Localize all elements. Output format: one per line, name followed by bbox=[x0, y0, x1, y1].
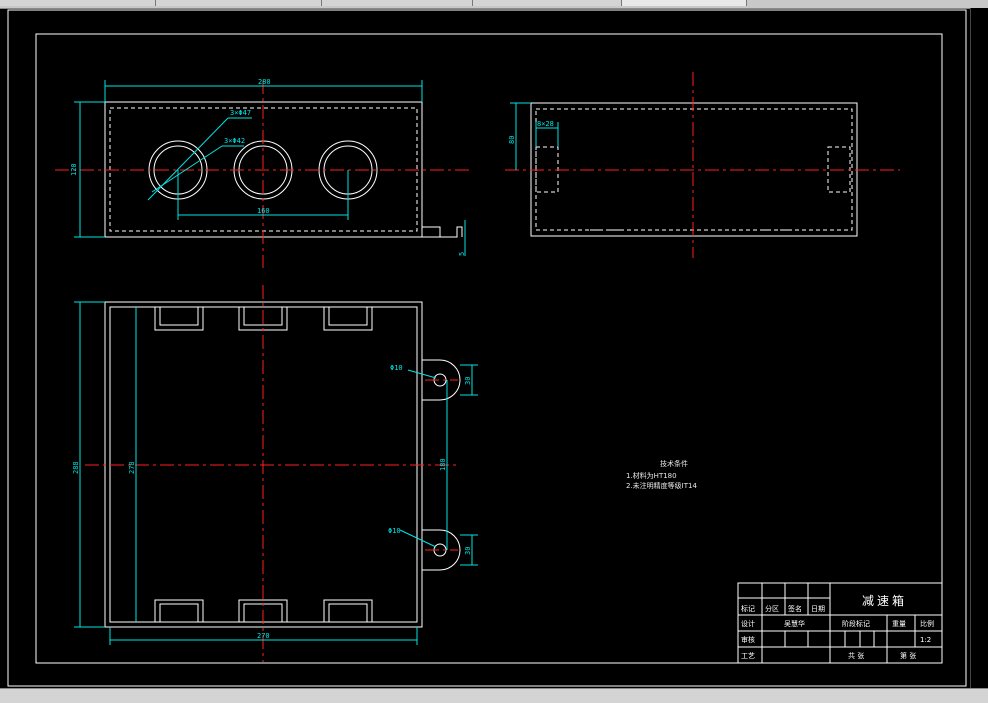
toolbar-segment[interactable] bbox=[0, 0, 156, 6]
titleblock-gong: 共 张 bbox=[848, 651, 864, 660]
plan-lug-bottom bbox=[422, 529, 461, 571]
toolbar-segment[interactable] bbox=[622, 0, 747, 6]
side-view: 80 8×28 bbox=[505, 72, 900, 258]
title-block: 减速箱 标记 分区 签名 日期 设计 吴慧华 阶段标记 重量 比例 审核 1:2… bbox=[737, 582, 943, 664]
dim-lug-width-1: 30 bbox=[464, 377, 472, 385]
notes-line-2: 2.未注明精度等级IT14 bbox=[626, 481, 697, 490]
titleblock-part-name: 减速箱 bbox=[862, 593, 907, 608]
plan-view: 288 278 270 Φ10 Φ10 30 30 180 bbox=[72, 285, 478, 662]
dim-lug-width-2: 30 bbox=[464, 547, 472, 555]
technical-notes: 技术条件 1.材料为HT180 2.未注明精度等级IT14 bbox=[626, 459, 697, 490]
dim-side-height: 80 bbox=[508, 136, 516, 144]
dim-foot-thickness: 5 bbox=[458, 252, 466, 256]
hole-leader-small bbox=[151, 145, 223, 193]
titleblock-di: 第 张 bbox=[900, 651, 916, 660]
hole-leader-big bbox=[147, 117, 229, 201]
dim-plan-inner-height: 278 bbox=[128, 461, 136, 474]
titleblock-sheji: 设计 bbox=[741, 619, 755, 628]
notes-title: 技术条件 bbox=[660, 459, 688, 468]
titleblock-bili: 比例 bbox=[920, 619, 934, 628]
dim-plan-outer-height: 288 bbox=[72, 461, 80, 474]
sheet-inner-frame bbox=[35, 33, 943, 664]
toolbar-strip bbox=[0, 0, 988, 9]
status-bar bbox=[0, 688, 988, 703]
titleblock-biaoji: 标记 bbox=[741, 604, 755, 613]
titleblock-jieduan: 阶段标记 bbox=[842, 619, 870, 628]
toolbar-segment[interactable] bbox=[156, 0, 322, 6]
titleblock-scale: 1:2 bbox=[920, 636, 931, 644]
front-view: 280 120 3×Φ47 3×Φ42 160 5 bbox=[55, 78, 470, 268]
dim-plan-width: 270 bbox=[257, 632, 270, 640]
titleblock-gongyi: 工艺 bbox=[741, 652, 755, 660]
front-view-foot bbox=[422, 226, 463, 238]
dim-hole-spacing: 160 bbox=[257, 207, 270, 215]
sheet-outer-frame bbox=[7, 9, 967, 687]
plan-boss-top-3 bbox=[323, 306, 373, 331]
plan-boss-bottom-1 bbox=[154, 599, 204, 623]
toolbar-segment[interactable] bbox=[473, 0, 622, 6]
dim-top-width: 280 bbox=[258, 78, 271, 86]
dim-side-boss: 8×28 bbox=[537, 120, 554, 128]
plan-boss-bottom-3 bbox=[323, 599, 373, 623]
toolbar-segment[interactable] bbox=[322, 0, 473, 6]
dim-lug-spacing: 180 bbox=[439, 458, 447, 471]
plan-boss-top-1 bbox=[154, 306, 204, 331]
dim-top-height: 120 bbox=[70, 163, 78, 176]
titleblock-designer: 吴慧华 bbox=[784, 619, 805, 628]
titleblock-shenhe: 审核 bbox=[741, 635, 755, 644]
plan-lug-top bbox=[422, 359, 461, 401]
dim-hole-big: 3×Φ47 bbox=[230, 109, 251, 117]
titleblock-qianming: 签名 bbox=[788, 604, 802, 613]
notes-line-1: 1.材料为HT180 bbox=[626, 471, 677, 480]
titleblock-fenqu: 分区 bbox=[765, 604, 779, 613]
dim-hole-small: 3×Φ42 bbox=[224, 137, 245, 145]
vertical-scrollbar[interactable] bbox=[970, 8, 988, 688]
dim-lug-hole-1: Φ10 bbox=[390, 364, 403, 372]
titleblock-zhongliang: 重量 bbox=[892, 620, 906, 628]
dim-lug-hole-2: Φ10 bbox=[388, 527, 401, 535]
titleblock-riqi: 日期 bbox=[811, 605, 825, 613]
